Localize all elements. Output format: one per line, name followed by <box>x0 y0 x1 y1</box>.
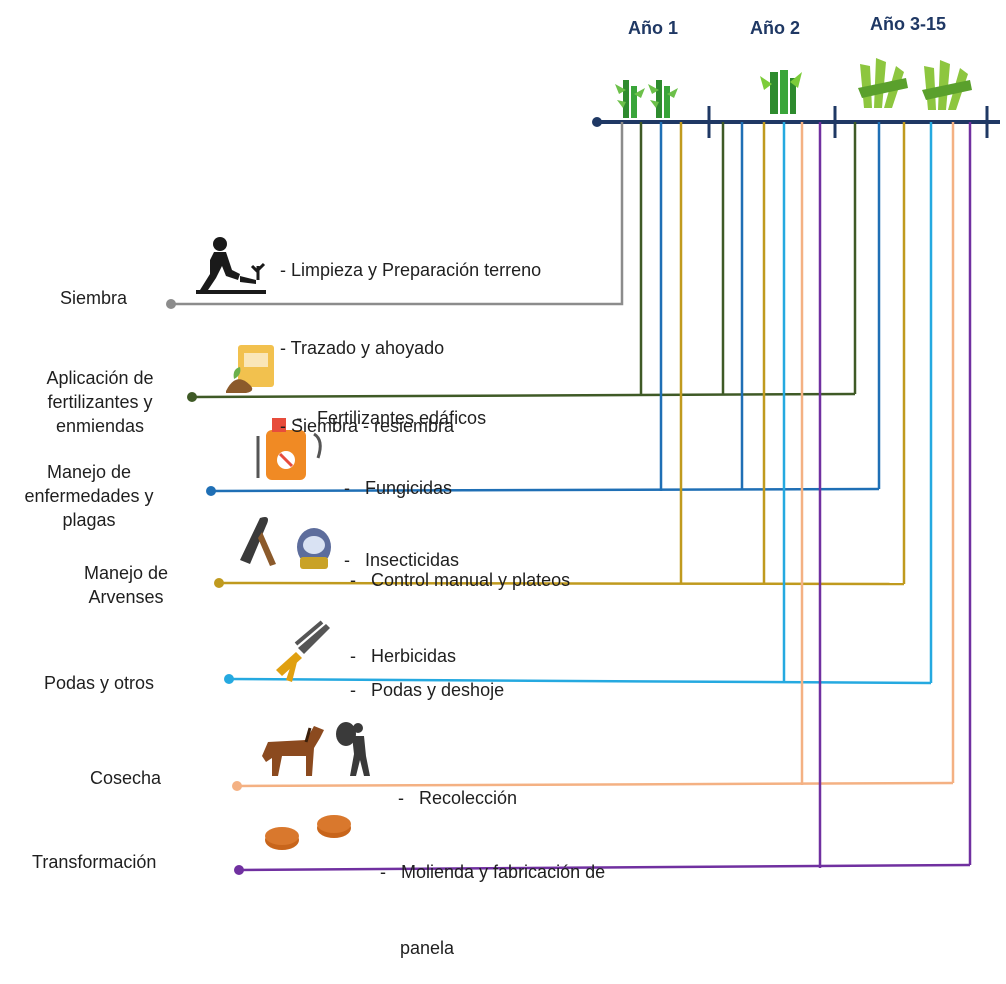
activity-item: - Siembra - resiembra <box>280 416 455 436</box>
stage-label-arvenses: Manejo de Arvenses <box>56 561 196 609</box>
person-planting-icon <box>196 237 266 294</box>
fertilizantes-dot <box>187 392 197 402</box>
sugarcane-large-icon <box>858 58 908 108</box>
stage-label-line: enmiendas <box>55 416 145 436</box>
year-label-1: Año 1 <box>628 18 679 38</box>
stage-label-line: enfermedades y <box>24 486 154 506</box>
stage-label-line: Manejo de <box>83 563 169 583</box>
transformacion-connector <box>238 863 971 872</box>
cosecha-connector <box>236 781 954 788</box>
year-label-2: Año 2 <box>750 18 801 38</box>
activity-item: - Control manual y plateos <box>350 570 571 590</box>
stage-label-line: Aplicación de <box>46 368 154 388</box>
activities-siembra: - Limpieza y Preparación terreno - Traza… <box>280 210 541 468</box>
activities-cosecha: - Recolección <box>398 738 517 834</box>
stage-label-line: Manejo de <box>46 462 132 482</box>
gas-mask-icon <box>297 528 331 569</box>
stage-label-cosecha: Cosecha <box>90 768 162 788</box>
year-label-3: Año 3-15 <box>870 14 947 34</box>
sprayer-icon <box>256 418 322 480</box>
activity-item: - Recolección <box>398 788 518 808</box>
stage-label-podas: Podas y otros <box>44 673 155 693</box>
activities-arvenses: - Control manual y plateos - Herbicidas <box>350 520 570 692</box>
activities-enfermedades: - Fungicidas - Insecticidas <box>344 428 459 596</box>
stage-label-enfermedades: Manejo de enfermedades y plagas <box>0 460 178 532</box>
stage-label-line: fertilizantes y <box>47 392 153 412</box>
enfermedades-connector <box>210 487 880 493</box>
sugarcane-small-icon <box>615 80 645 118</box>
activity-item: - Trazado y ahoyado <box>280 338 445 358</box>
stage-label-line: plagas <box>62 510 116 530</box>
stage-label-fertilizantes: Aplicación de fertilizantes y enmiendas <box>20 366 180 438</box>
siembra-dot <box>166 299 176 309</box>
activity-item: - Herbicidas <box>350 646 457 666</box>
podas-connector <box>228 677 932 685</box>
activity-item: - Limpieza y Preparación terreno <box>280 260 542 280</box>
activity-item: panela <box>380 938 455 958</box>
activities-transformacion: - Molienda y fabricación de panela <box>380 812 605 984</box>
machete-icon <box>240 517 276 566</box>
cosecha-dot <box>232 781 242 791</box>
podas-dot <box>224 674 234 684</box>
activity-item: - Fertilizantes edáficos <box>296 408 487 428</box>
stage-label-transformacion: Transformación <box>32 852 157 872</box>
activities-podas: - Podas y deshoje <box>350 630 504 726</box>
activity-item: - Insecticidas <box>344 550 460 570</box>
sugarcane-small-icon <box>648 80 678 118</box>
activity-item: - Podas y deshoje <box>350 680 505 700</box>
timeline-start-dot <box>592 117 602 127</box>
person-carrying-sack-icon <box>336 722 370 776</box>
siembra-connector <box>171 122 624 306</box>
arvenses-dot <box>214 578 224 588</box>
sugarcane-large-icon <box>922 60 972 110</box>
timeline-diagram <box>166 58 1000 875</box>
enfermedades-dot <box>206 486 216 496</box>
fertilizer-bag-icon <box>226 345 274 393</box>
panela-blocks-icon <box>265 815 351 850</box>
fertilizantes-connector <box>191 392 856 399</box>
activity-item: - Fungicidas <box>344 478 453 498</box>
activity-item: - Molienda y fabricación de <box>380 862 606 882</box>
activities-fertilizantes: - Fertilizantes edáficos <box>296 358 486 454</box>
stage-label-line: Arvenses <box>88 587 164 607</box>
arvenses-connector <box>218 581 905 586</box>
pruning-shears-icon <box>276 620 330 682</box>
horse-icon <box>262 726 324 776</box>
stage-label-siembra: Siembra <box>60 288 128 308</box>
transformacion-dot <box>234 865 244 875</box>
sugarcane-medium-icon <box>760 70 802 114</box>
